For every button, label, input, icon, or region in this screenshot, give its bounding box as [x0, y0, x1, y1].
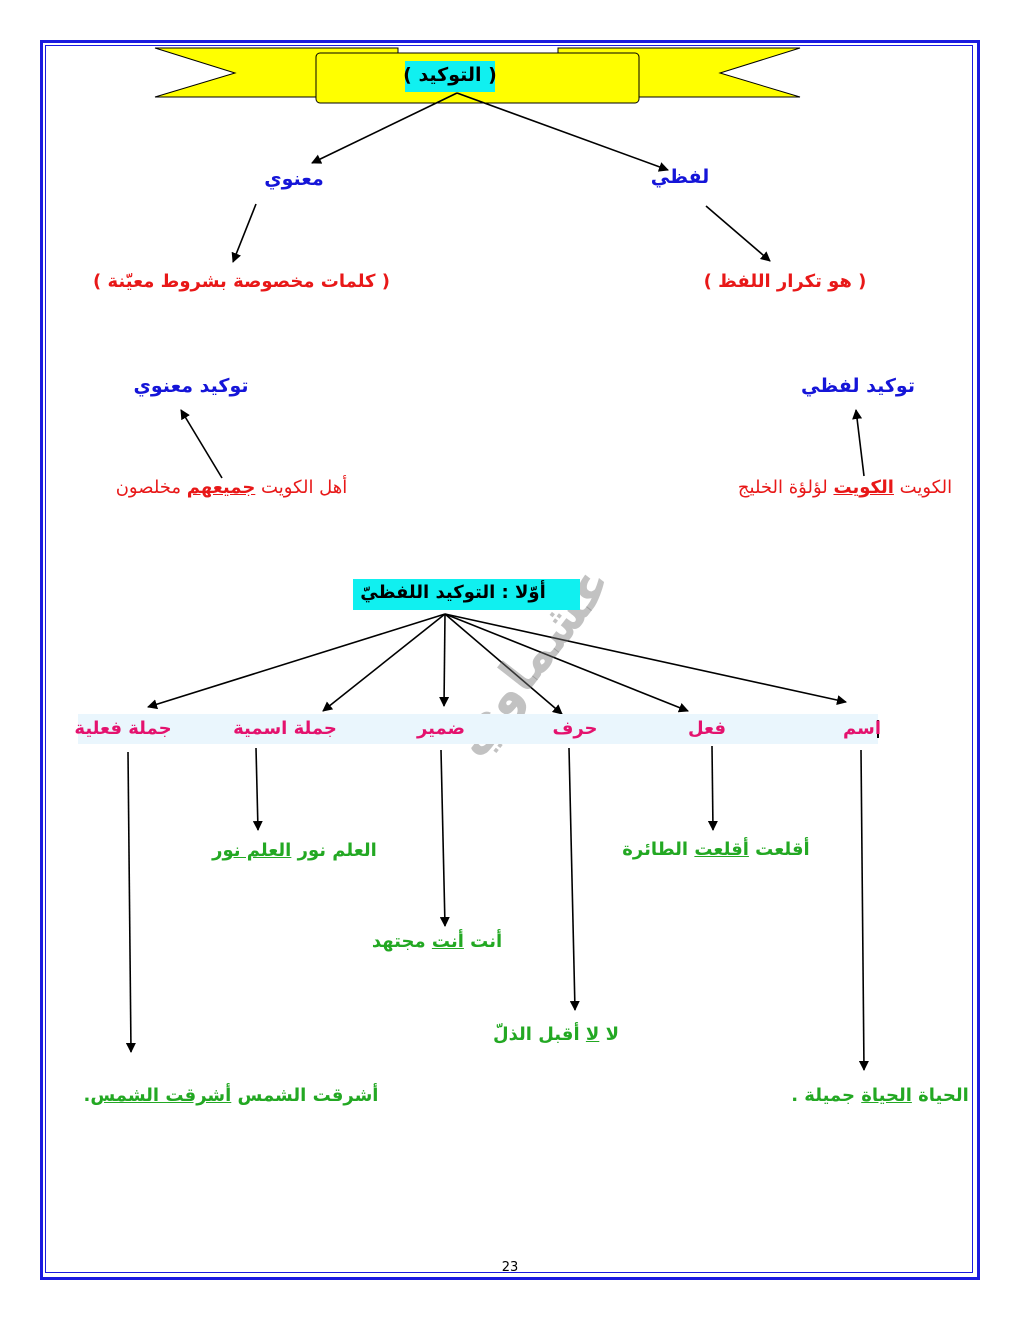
title-highlight — [405, 61, 495, 92]
example-text: الكويت — [893, 477, 953, 498]
arrow-harf — [444, 613, 563, 715]
arrow-harf-example — [568, 747, 580, 1011]
example-fil: أقلعت أقلعت الطائرة — [612, 841, 820, 859]
arrow-lafzi-example — [852, 409, 865, 477]
example-text: لا — [599, 1024, 619, 1045]
example-text: مخلصون — [115, 477, 187, 498]
example-text: أهل الكويت — [255, 477, 348, 498]
arrow-ismiya-example — [252, 747, 263, 831]
lafzi-label: توكيد لفظي — [801, 375, 915, 397]
example-text: الطائرة — [622, 839, 695, 860]
example-ism: الحياة الحياة جميلة . — [775, 1087, 985, 1105]
section-title: أوّلا : التوكيد اللفظيّ — [360, 582, 546, 603]
arrow-manawi-def — [231, 203, 257, 263]
category-damir: ضمير — [416, 718, 465, 739]
arrow-filiya — [147, 613, 446, 710]
arrow-damir-example — [439, 749, 450, 927]
emphasis-word: الحياة — [861, 1085, 912, 1106]
scroll-banner — [154, 47, 801, 104]
branch-lafzi: لفظي — [650, 166, 710, 188]
arrow-fil-example — [707, 745, 718, 831]
arrow-ismiya — [322, 613, 446, 712]
category-harf: حرف — [552, 718, 598, 739]
arrow-ism-example — [858, 749, 869, 1071]
category-fil: فعل — [687, 718, 726, 739]
example-harf: لا لا أقبل الذلّ — [480, 1026, 632, 1044]
emphasis-word: أنت — [431, 931, 464, 952]
category-ism: اسم — [843, 718, 881, 739]
arrow-filiya-example — [125, 751, 136, 1053]
arrow-to-manawi — [311, 92, 458, 164]
category-jumla-filiya: جملة فعلية — [74, 718, 172, 739]
branch-manawi: معنوي — [264, 168, 324, 190]
lafzi-example: الكويت الكويت لؤلؤة الخليج — [715, 479, 975, 497]
manawi-example: أهل الكويت جميعهم مخلصون — [90, 479, 373, 497]
arrow-ism — [444, 613, 847, 705]
emphasis-word: أشرقت الشمس — [90, 1085, 232, 1106]
category-jumla-ismiya: جملة اسمية — [233, 718, 337, 739]
emphasis-word: العلم نور — [212, 840, 292, 861]
section-title-highlight — [353, 579, 580, 610]
example-text: أشرقت الشمس — [231, 1085, 379, 1106]
arrow-to-lafzi — [456, 92, 669, 172]
manawi-label: توكيد معنوي — [133, 375, 249, 397]
arrow-manawi-example — [180, 409, 223, 479]
category-row — [78, 714, 878, 744]
example-text: أقبل الذلّ — [493, 1024, 586, 1045]
example-text: مجتهد — [371, 931, 432, 952]
example-text: أقلعت — [748, 839, 810, 860]
lafzi-definition: ( هو تكرار اللفظ ) — [703, 271, 867, 292]
example-text: العلم نور — [291, 840, 377, 861]
arrow-fil — [444, 613, 689, 713]
emphasis-word: لا — [585, 1024, 600, 1045]
emphasis-word: أقلعت — [694, 839, 749, 860]
example-text: أنت — [463, 931, 503, 952]
manawi-definition: ( كلمات مخصوصة بشروط معيّنة ) — [92, 271, 391, 292]
page-title: ( التوكيد ) — [403, 64, 497, 86]
example-text: جميلة . — [791, 1085, 862, 1106]
arrows — [125, 92, 869, 1071]
emphasis-word: الكويت — [833, 477, 894, 498]
page-number: 23 — [501, 1260, 519, 1275]
arrow-lafzi-def — [705, 205, 771, 262]
emphasis-word: جميعهم — [186, 477, 256, 498]
arrow-damir — [439, 613, 450, 707]
example-filiya: أشرقت الشمس أشرقت الشمس. — [80, 1087, 382, 1105]
example-text: لؤلؤة الخليج — [737, 477, 834, 498]
example-text: الحياة — [911, 1085, 969, 1106]
row-marker — [877, 720, 879, 738]
page-border-inner — [45, 45, 973, 1273]
example-text: . — [83, 1085, 91, 1106]
example-damir: أنت أنت مجتهد — [357, 933, 517, 951]
example-ismiya: العلم نور العلم نور — [196, 842, 393, 860]
page-border — [40, 40, 980, 1280]
